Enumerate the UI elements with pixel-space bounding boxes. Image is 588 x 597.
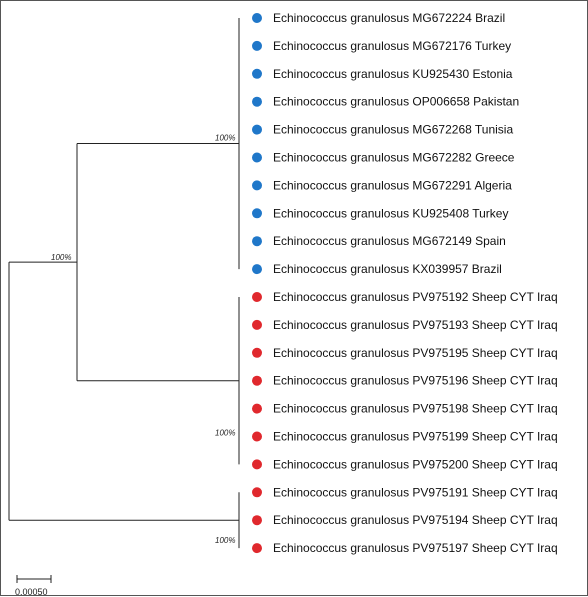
taxon-marker-dot [252,236,262,247]
taxon-label: Echinococcus granulosus MG672282 Greece [273,151,515,165]
taxon-label: Echinococcus granulosus PV975198 Sheep C… [273,402,558,416]
taxon-label: Echinococcus granulosus MG672176 Turkey [273,39,511,53]
scale-bar-label: 0.00050 [15,587,48,597]
taxon-marker-dot [252,13,262,23]
taxon-marker-dot [252,487,262,498]
taxon-label: Echinococcus granulosus OP006658 Pakista… [273,95,519,109]
taxon-marker-dot [252,124,262,135]
taxon-marker-dot [252,68,262,79]
taxon-label: Echinococcus granulosus PV975195 Sheep C… [273,346,558,360]
taxon-label: Echinococcus granulosus PV975192 Sheep C… [273,290,558,304]
taxon-marker-dot [252,403,262,414]
support-label-blue-clade: 100% [215,134,235,143]
taxon-marker-dot [252,347,262,358]
support-label-red-clade-b: 100% [215,536,235,545]
taxon-label: Echinococcus granulosus PV975199 Sheep C… [273,430,558,444]
taxon-label: Echinococcus granulosus MG672268 Tunisia [273,123,513,137]
taxon-marker-dot [252,40,262,51]
scale-bar: 0.00050 [15,575,52,597]
taxon-label: Echinococcus granulosus MG672149 Spain [273,234,506,248]
taxon-marker-dot [252,319,262,330]
taxon-label: Echinococcus granulosus PV975194 Sheep C… [273,513,558,527]
taxon-label: Echinococcus granulosus PV975193 Sheep C… [273,318,558,332]
taxon-marker-dot [252,292,262,302]
taxon-label: Echinococcus granulosus MG672224 Brazil [273,11,505,25]
taxon-marker-dot [252,543,262,554]
taxon-labels: Echinococcus granulosus MG672224 BrazilE… [273,11,558,555]
taxon-label: Echinococcus granulosus MG672291 Algeria [273,178,512,192]
bootstrap-support-labels: 100% 100% 100% 100% [51,134,235,546]
taxon-marker-dot [252,152,262,163]
taxon-label: Echinococcus granulosus KU925408 Turkey [273,206,508,220]
taxon-label: Echinococcus granulosus KX039957 Brazil [273,262,502,276]
taxon-marker-dot [252,180,262,191]
taxon-marker-dot [252,431,262,442]
tree-branches [8,18,240,549]
taxon-label: Echinococcus granulosus KU925430 Estonia [273,67,513,81]
taxon-marker-dot [252,459,262,470]
support-label-red-clade-a: 100% [215,429,235,438]
taxon-marker-dot [252,264,262,275]
taxon-label: Echinococcus granulosus PV975196 Sheep C… [273,374,558,388]
taxon-label: Echinococcus granulosus PV975191 Sheep C… [273,485,558,499]
taxon-label: Echinococcus granulosus PV975200 Sheep C… [273,457,558,471]
taxon-marker-dot [252,375,262,386]
support-label-inner-node: 100% [51,253,71,262]
taxon-marker-dot [252,515,262,526]
taxon-markers [252,13,262,554]
taxon-marker-dot [252,208,262,219]
taxon-label: Echinococcus granulosus PV975197 Sheep C… [273,541,558,555]
taxon-marker-dot [252,96,262,107]
